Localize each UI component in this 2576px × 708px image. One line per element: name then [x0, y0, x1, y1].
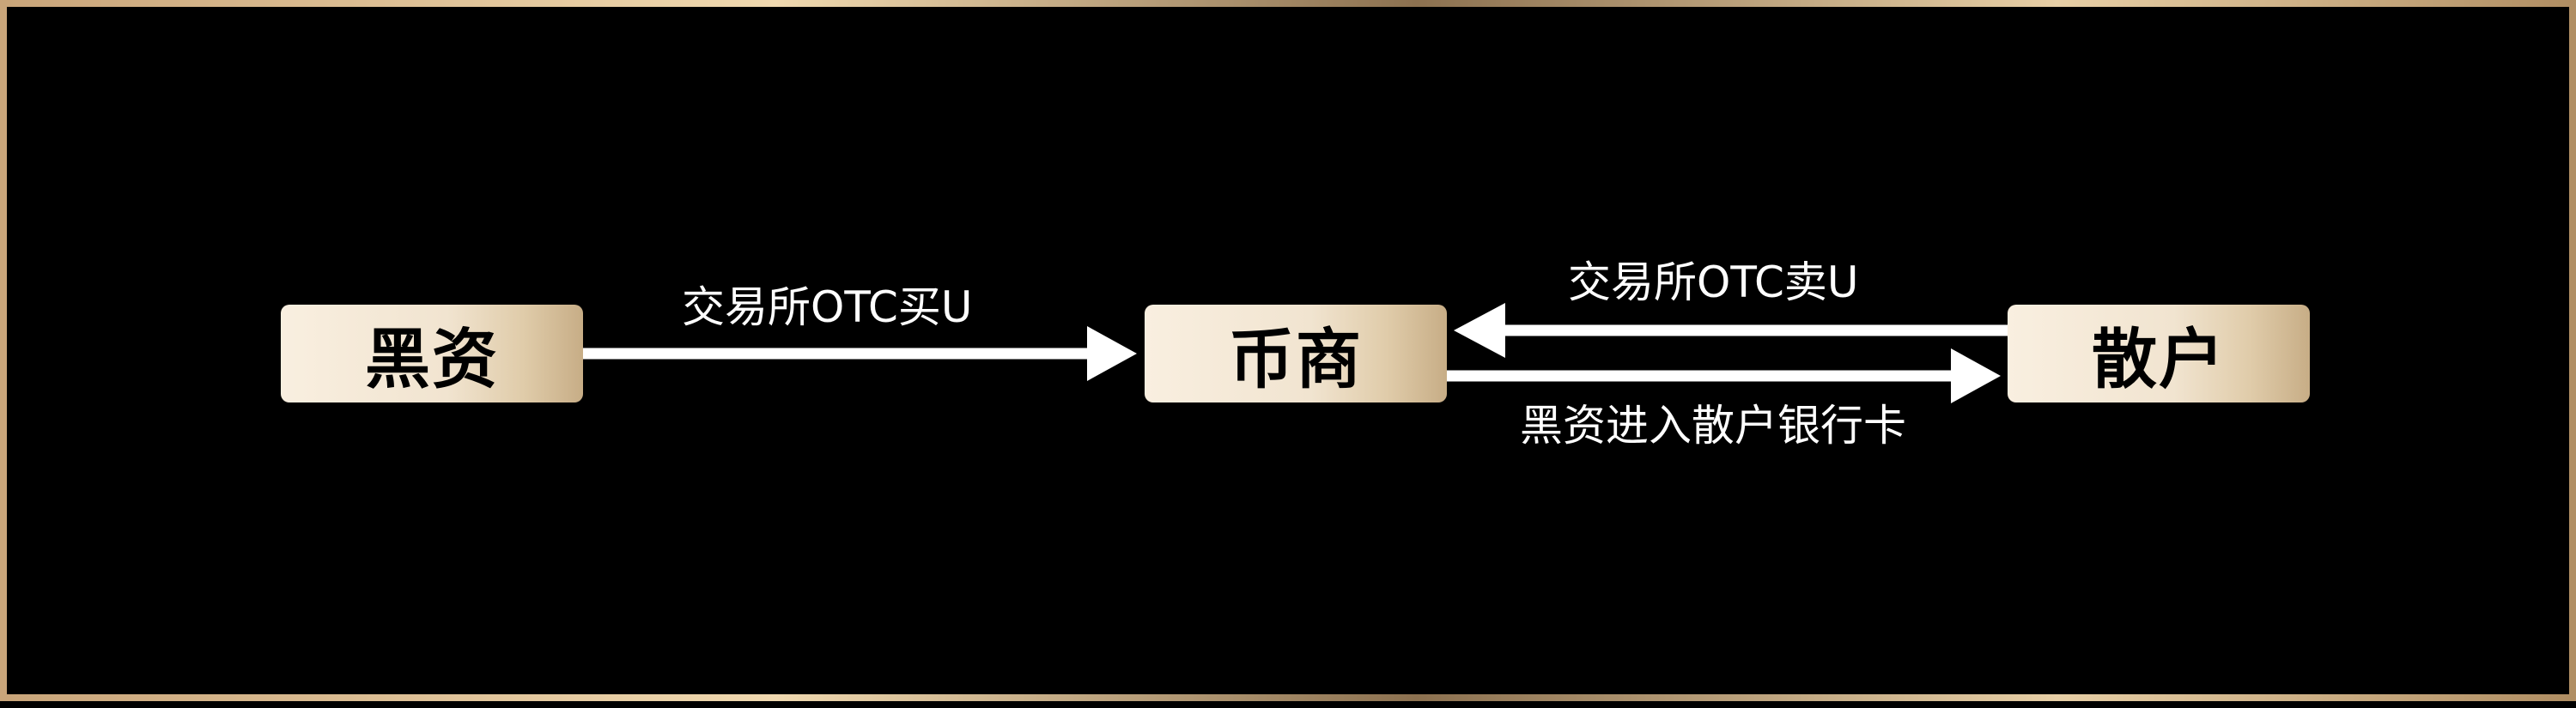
node-heizi-label: 黑资 — [365, 321, 499, 397]
node-bishang-label: 币商 — [1229, 321, 1363, 397]
edge-label-sell: 交易所OTC卖U — [1568, 257, 1859, 307]
node-bishang: 币商 — [1145, 305, 1447, 402]
edge-label-buy: 交易所OTC买U — [682, 282, 973, 332]
node-heizi: 黑资 — [281, 305, 583, 402]
node-sanhu-label: 散户 — [2092, 321, 2226, 397]
edge-label-bank: 黑资进入散户银行卡 — [1520, 401, 1906, 451]
arrow-bishang-to-sanhu — [1447, 348, 2001, 403]
arrow-sanhu-to-bishang — [1454, 303, 2008, 358]
arrow-heizi-to-bishang — [583, 326, 1137, 381]
arrow-layer — [583, 303, 2008, 403]
node-sanhu: 散户 — [2008, 305, 2310, 402]
